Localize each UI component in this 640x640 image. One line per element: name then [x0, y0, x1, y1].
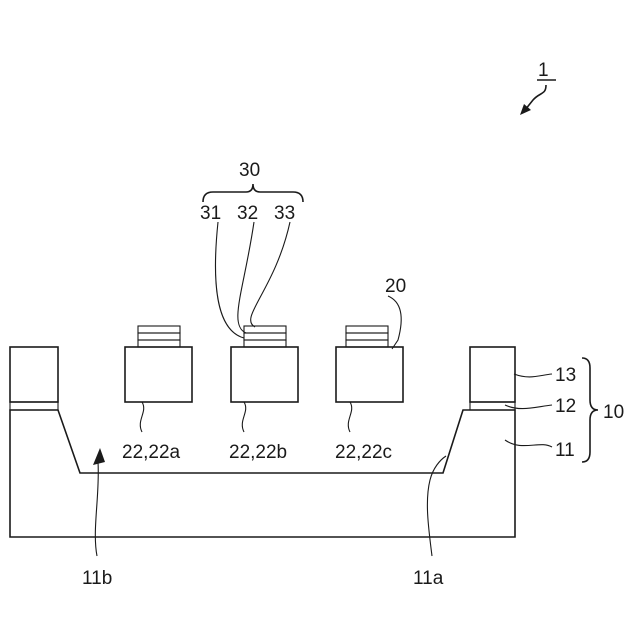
leader-31 [215, 222, 244, 338]
brace-30 [203, 184, 303, 202]
label-13: 13 [555, 365, 576, 386]
substrate-11 [10, 410, 515, 537]
brace-10 [582, 358, 598, 462]
stack-30-b [244, 326, 286, 347]
label-20: 20 [385, 276, 406, 297]
leader-1 [525, 85, 546, 110]
label-33: 33 [274, 203, 295, 224]
leader-11 [505, 440, 552, 447]
label-30: 30 [239, 160, 260, 181]
arrow-head-11b [93, 448, 105, 465]
label-11: 11 [555, 440, 575, 461]
leader-20 [388, 296, 401, 349]
leader-33 [251, 222, 290, 327]
label-12: 12 [555, 396, 576, 417]
label-11b: 11b [82, 568, 112, 589]
leader-22a [140, 402, 143, 432]
component-22b [231, 347, 298, 402]
component-22c [336, 347, 403, 402]
label-22a: 22,22a [122, 442, 181, 463]
block-13-right [470, 347, 515, 402]
label-22c: 22,22c [335, 442, 392, 463]
label-22b: 22,22b [229, 442, 287, 463]
label-10: 10 [603, 402, 624, 423]
layer-12-left [10, 402, 58, 410]
leader-22c [348, 402, 351, 432]
block-13-left [10, 347, 58, 402]
leader-11b [95, 462, 98, 556]
component-22a [125, 347, 192, 402]
label-11a: 11a [413, 568, 444, 589]
leader-22b [242, 402, 245, 432]
stack-30-c [346, 326, 388, 347]
stack-30-a [138, 326, 180, 347]
label-31: 31 [200, 203, 221, 224]
label-32: 32 [237, 203, 258, 224]
leader-13 [514, 374, 552, 377]
label-1: 1 [538, 60, 549, 81]
leader-12 [505, 405, 552, 409]
